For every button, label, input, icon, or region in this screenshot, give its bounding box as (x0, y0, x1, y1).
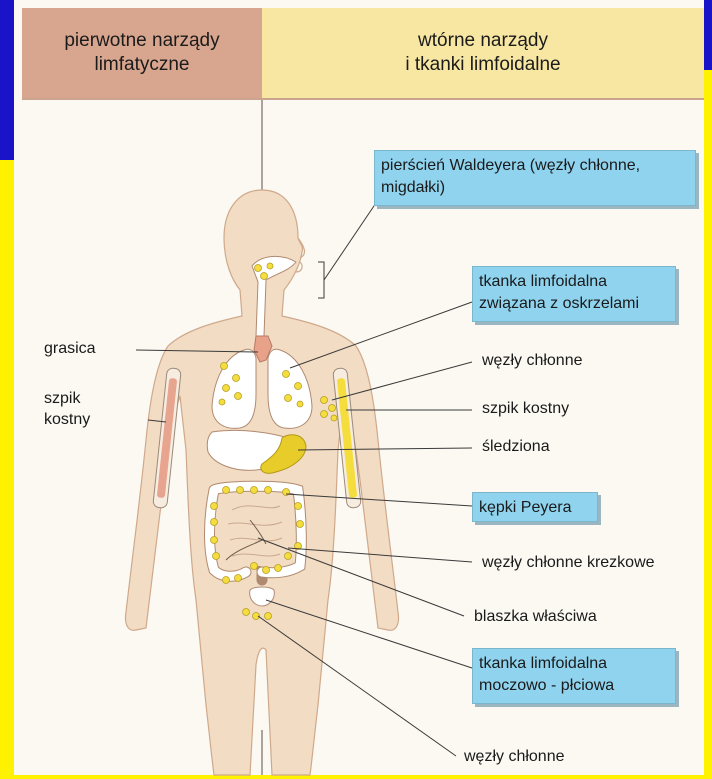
box-bronchus-line-1: tkanka limfoidalna (479, 271, 669, 293)
label-spleen: śledziona (482, 436, 550, 457)
box-urogenital-line-1: tkanka limfoidalna (479, 653, 669, 675)
waldeyer-bracket (318, 262, 324, 298)
label-lymph-nodes-upper: węzły chłonne (482, 350, 583, 371)
box-urogenital-tissue: tkanka limfoidalna moczowo - płciowa (472, 648, 676, 704)
box-bronchus-tissue: tkanka limfoidalna związana z oskrzelami (472, 266, 676, 322)
box-waldeyer-line-1: pierścień Waldeyera (węzły chłonne, (381, 155, 689, 177)
label-lamina-propria: blaszka właściwa (474, 606, 597, 627)
label-bone-marrow-line-2: kostny (44, 409, 90, 430)
box-peyer-patches: kępki Peyera (472, 492, 598, 522)
label-bone-marrow-secondary: szpik kostny (482, 398, 569, 419)
label-bone-marrow-line-1: szpik (44, 388, 90, 409)
box-waldeyer-line-2: migdałki) (381, 177, 689, 199)
label-bone-marrow-primary: szpik kostny (44, 388, 90, 430)
label-mesenteric-nodes: węzły chłonne krezkowe (482, 552, 655, 573)
label-lymph-nodes-lower: węzły chłonne (464, 746, 565, 767)
box-urogenital-line-2: moczowo - płciowa (479, 675, 669, 697)
box-bronchus-line-2: związana z oskrzelami (479, 293, 669, 315)
label-thymus: grasica (44, 338, 96, 359)
box-waldeyer-ring: pierścień Waldeyera (węzły chłonne, migd… (374, 150, 696, 206)
